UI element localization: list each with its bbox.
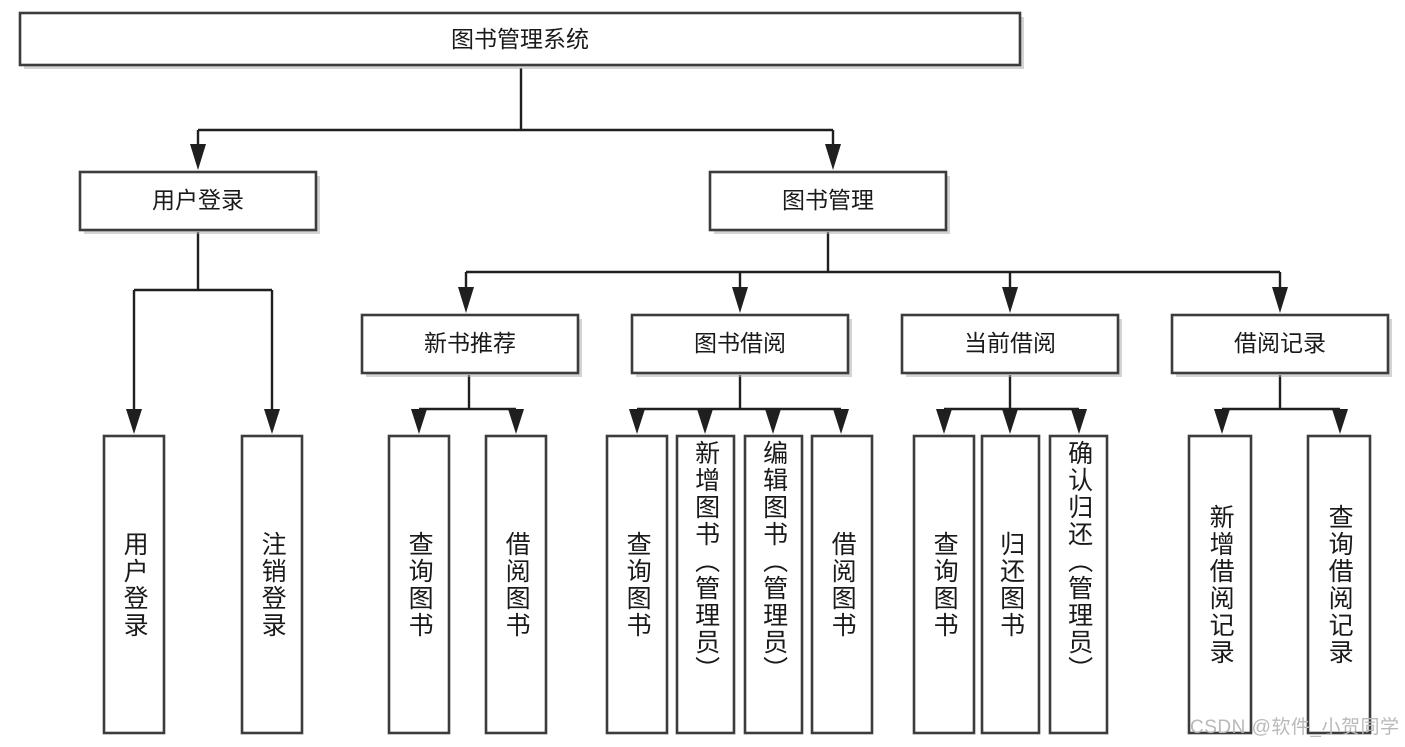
node-user-login-label: 用户登录	[152, 187, 244, 213]
leaf-box-borrow-book-1[interactable]	[484, 434, 548, 735]
node-root[interactable]: 图书管理系统	[18, 11, 1024, 69]
leaf-box-logout[interactable]	[240, 434, 304, 735]
node-borrow-record-label: 借阅记录	[1234, 330, 1326, 356]
leaf-box-query-book-1[interactable]	[387, 434, 451, 735]
connector-group-root	[190, 68, 841, 170]
leaf-box-query-book-2[interactable]	[605, 434, 669, 735]
connector-group-book-borrow	[629, 375, 849, 434]
leaf-box-query-record[interactable]	[1306, 434, 1372, 735]
leaf-boxes	[102, 434, 1372, 735]
node-book-borrow[interactable]: 图书借阅	[630, 313, 852, 377]
watermark: CSDN @软件_小贺同学	[1190, 717, 1400, 738]
node-borrow-record[interactable]: 借阅记录	[1170, 313, 1392, 377]
leaf-box-user-login[interactable]	[102, 434, 166, 735]
connector-group-user-login	[126, 232, 280, 434]
connector-group-borrow-record	[1214, 375, 1348, 434]
node-book-manage[interactable]: 图书管理	[708, 170, 950, 234]
connector-group-current-borrow	[936, 375, 1087, 434]
node-book-manage-label: 图书管理	[782, 187, 874, 213]
node-current-borrow-label: 当前借阅	[964, 330, 1056, 356]
connector-group-book-manage	[458, 232, 1288, 313]
leaf-box-add-record[interactable]	[1187, 434, 1253, 735]
leaf-box-edit-book[interactable]	[743, 434, 804, 735]
connector-group-new-book-rec	[411, 375, 524, 434]
node-user-login[interactable]: 用户登录	[78, 170, 320, 234]
leaf-box-add-book[interactable]	[675, 434, 736, 735]
node-book-borrow-label: 图书借阅	[694, 330, 786, 356]
leaf-box-confirm-return[interactable]	[1048, 434, 1109, 735]
node-new-book-rec-label: 新书推荐	[424, 330, 516, 356]
leaf-box-return-book[interactable]	[980, 434, 1041, 735]
node-new-book-rec[interactable]: 新书推荐	[360, 313, 582, 377]
leaf-box-borrow-book-2[interactable]	[810, 434, 874, 735]
node-current-borrow[interactable]: 当前借阅	[900, 313, 1122, 377]
node-root-label: 图书管理系统	[451, 26, 589, 52]
leaf-box-query-book-3[interactable]	[912, 434, 976, 735]
